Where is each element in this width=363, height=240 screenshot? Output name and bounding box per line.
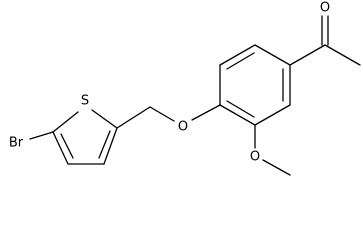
bond-ring-carbonyl xyxy=(289,44,326,66)
bond-methoxy-oxygen-methyl xyxy=(262,159,291,176)
bond-thiophene-s-c5 xyxy=(52,111,79,133)
bond-thiophene-bromine xyxy=(29,131,54,140)
bromo-substituent: Br xyxy=(9,131,54,151)
methoxy-oxygen-label: O xyxy=(250,150,260,165)
bond-ring-inner-c2-c3 xyxy=(226,52,255,70)
bond-ring-c4-c5 xyxy=(219,104,256,126)
sulfur-label: S xyxy=(81,94,89,109)
bromine-label: Br xyxy=(9,136,24,151)
bond-thiophene-c3-c2 xyxy=(103,127,118,165)
bond-ring-c1-c2 xyxy=(254,44,291,66)
acetyl-group: O xyxy=(289,1,361,66)
bond-ring-c5-c6 xyxy=(254,104,291,126)
thiophene-ring: S xyxy=(52,94,118,165)
methoxy-group: O xyxy=(250,124,291,176)
bond-thiophene-c2-s xyxy=(91,109,118,129)
benzene-ring xyxy=(219,44,291,126)
ether-linkage: O xyxy=(116,104,221,135)
bond-ring-ether-oxygen xyxy=(191,104,221,121)
bond-thiophene-c5-c4 xyxy=(52,131,69,165)
carbonyl-oxygen-label: O xyxy=(320,1,330,16)
bond-ring-c2-c3 xyxy=(219,44,256,66)
ether-oxygen-label: O xyxy=(178,120,188,135)
bond-ch2-thiophene xyxy=(116,106,151,129)
bond-ring-inner-c4-c5 xyxy=(226,100,255,118)
bond-ether-oxygen-ch2 xyxy=(149,106,175,122)
bond-thiophene-inner-c5-c4 xyxy=(60,133,74,159)
bond-thiophene-inner-c3-c2 xyxy=(98,130,111,159)
molecule-structure: O O O S Br xyxy=(9,1,361,176)
bond-carbonyl-methyl xyxy=(324,44,361,66)
